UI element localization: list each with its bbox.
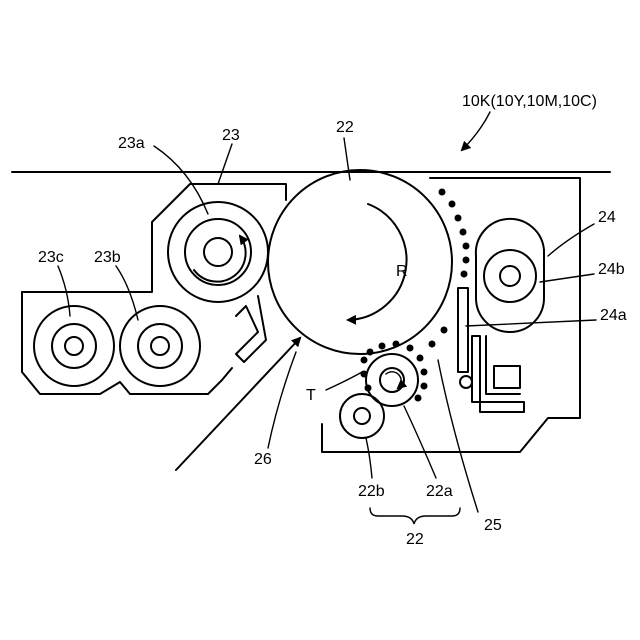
leader-T [326, 372, 362, 390]
label-charger-roller: 23a [118, 135, 145, 152]
charger-roller-inner [204, 238, 232, 266]
roller-23b-outer [120, 306, 200, 386]
label-roller-23b: 23b [94, 249, 121, 266]
developer-roller [340, 394, 384, 438]
label-charger: 23 [222, 127, 240, 144]
roller-23b-inner [151, 337, 169, 355]
label-exposure: 26 [254, 451, 272, 468]
label-toner: T [306, 387, 316, 404]
assembly-arrow [462, 112, 490, 150]
cleaner-blade [458, 288, 468, 372]
charger-blade [236, 296, 266, 362]
label-cleaner-roller: 24b [598, 261, 625, 278]
label-developer-sleeve: 22a [426, 483, 453, 500]
label-assembly: 10K(10Y,10M,10C) [462, 93, 597, 110]
leader-22b [366, 438, 372, 478]
roller-23c-mid [52, 324, 96, 368]
roller-23b-mid [138, 324, 182, 368]
cleaner-roller [484, 250, 536, 302]
toner-dots-developer [361, 327, 448, 402]
leader-23a [154, 146, 208, 214]
photosensitive-drum [268, 170, 452, 354]
label-housing: 25 [484, 517, 502, 534]
label-roller-23c: 23c [38, 249, 64, 266]
roller-23c-inner [65, 337, 83, 355]
label-cleaner: 24 [598, 209, 616, 226]
developer-rotation-arc [386, 372, 401, 388]
leader-22a [404, 406, 436, 478]
exposure-arrow [176, 338, 300, 470]
leader-23 [218, 144, 232, 184]
cleaner-roller-inner [500, 266, 520, 286]
label-cleaner-blade: 24a [600, 307, 627, 324]
charger-rotation-arc [194, 236, 246, 282]
label-drum: 22 [336, 119, 354, 136]
toner-dots-drum [439, 189, 470, 278]
leader-22 [344, 138, 350, 180]
charger-roller-outer [168, 202, 268, 302]
leader-24b [540, 274, 594, 282]
cleaner-roller-housing [476, 219, 544, 332]
developer-brace [370, 508, 460, 524]
cleaner-block [494, 366, 520, 388]
label-rotation: R [396, 263, 408, 280]
charger-roller-mid [185, 219, 251, 285]
label-developer-roller: 22b [358, 483, 385, 500]
cleaner-blade-holder [472, 336, 524, 412]
developer-roller-inner [354, 408, 370, 424]
leader-24 [548, 224, 594, 256]
cleaner-gear [460, 376, 472, 388]
roller-23c-outer [34, 306, 114, 386]
cleaner-housing [322, 178, 580, 452]
label-developer-group: 22 [406, 531, 424, 548]
drum-rotation-arc [348, 204, 407, 320]
